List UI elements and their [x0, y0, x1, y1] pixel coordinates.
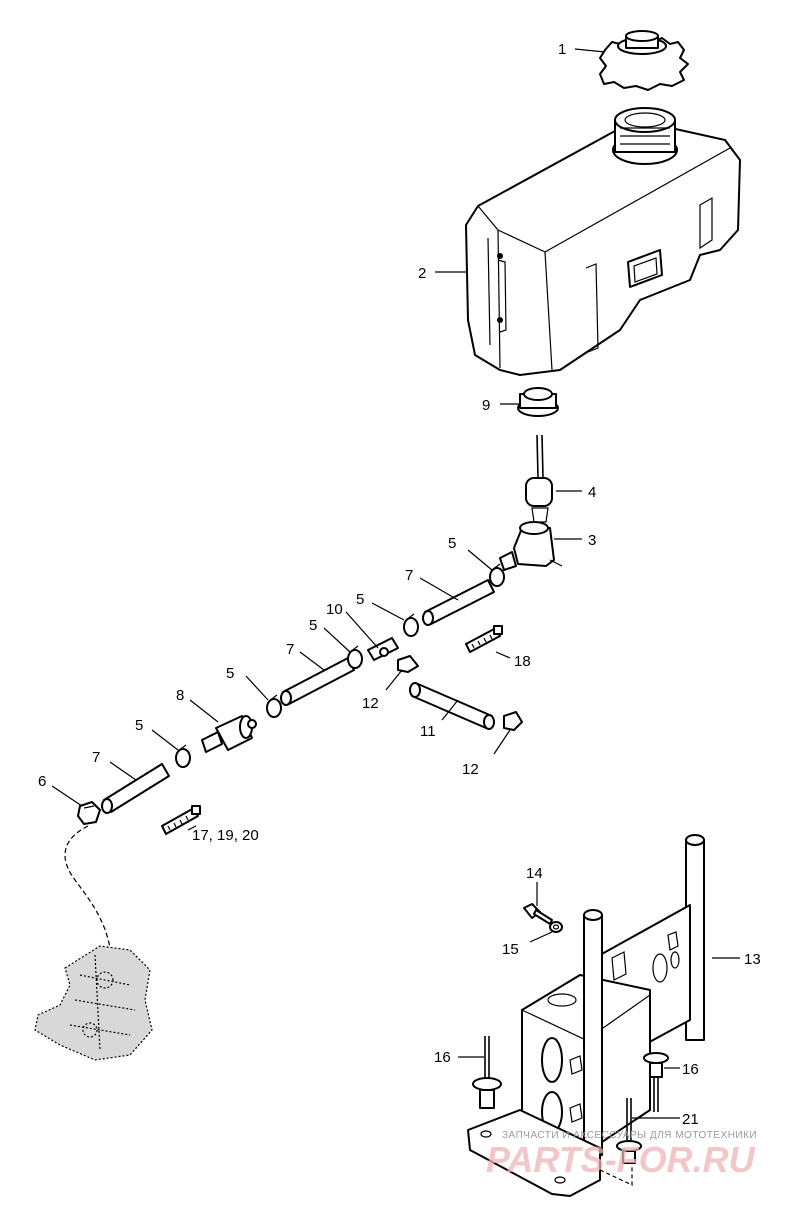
hose-lower — [101, 763, 170, 814]
label-3: 3 — [588, 532, 596, 549]
bolt — [523, 903, 553, 925]
label-21: 21 — [682, 1111, 699, 1128]
branch-hose — [409, 682, 495, 730]
label-12-b: 12 — [462, 761, 479, 778]
pump-filter — [525, 434, 553, 523]
clamp-a — [489, 563, 505, 587]
label-14: 14 — [526, 865, 543, 882]
label-11: 11 — [420, 723, 436, 740]
label-16-b: 16 — [682, 1061, 699, 1078]
cable-tie-17 — [161, 805, 201, 835]
label-2: 2 — [418, 265, 426, 282]
label-5-d: 5 — [226, 665, 234, 682]
watermark: ЗАПЧАСТИ И АКСЕССУАРЫ ДЛЯ МОТОТЕХНИКИ PA… — [486, 1130, 757, 1180]
pin — [616, 1098, 642, 1164]
watermark-tagline: ЗАПЧАСТИ И АКСЕССУАРЫ ДЛЯ МОТОТЕХНИКИ — [502, 1130, 757, 1141]
label-6: 6 — [38, 773, 46, 790]
inline-valve — [201, 715, 257, 753]
rivet-left — [472, 1036, 502, 1109]
watermark-logo: PARTS-FOR.RU — [486, 1139, 756, 1180]
rivet-right — [643, 1052, 669, 1112]
pump-body — [499, 521, 563, 571]
clamp-d — [266, 694, 282, 718]
label-5-c: 5 — [309, 617, 317, 634]
label-5-b: 5 — [356, 591, 364, 608]
label-13: 13 — [744, 951, 761, 968]
washer — [549, 921, 563, 933]
label-17-19-20: 17, 19, 20 — [192, 827, 259, 844]
routing-line — [64, 825, 111, 949]
label-1: 1 — [558, 41, 566, 58]
label-7-c: 7 — [92, 749, 100, 766]
mounting-bracket — [467, 834, 705, 1197]
master-cylinder — [34, 945, 153, 1061]
label-5-a: 5 — [448, 535, 456, 552]
label-5-e: 5 — [135, 717, 143, 734]
label-4: 4 — [588, 484, 596, 501]
callout-numbers: 1 2 9 4 3 5 7 5 10 5 18 7 5 12 8 11 5 7 … — [38, 41, 761, 1128]
clamp-c — [347, 645, 363, 669]
label-8: 8 — [176, 687, 184, 704]
label-9: 9 — [482, 397, 490, 414]
cable-tie-18 — [465, 625, 503, 653]
label-7-a: 7 — [405, 567, 413, 584]
clamp-b — [403, 613, 419, 637]
tee-connector — [367, 637, 399, 661]
label-15: 15 — [502, 941, 519, 958]
label-16-a: 16 — [434, 1049, 451, 1066]
fluid-reservoir — [465, 107, 741, 376]
clamp-e — [175, 744, 191, 768]
label-10: 10 — [326, 601, 343, 618]
cap-upper — [397, 655, 419, 673]
grommet — [517, 387, 559, 417]
hose-nut — [77, 801, 101, 825]
hose-upper — [422, 579, 495, 626]
cap-lower — [503, 711, 523, 731]
leader-lines — [51, 48, 740, 1119]
tank-cap — [599, 30, 689, 91]
label-12-a: 12 — [362, 695, 379, 712]
hose-middle — [280, 657, 355, 706]
label-18: 18 — [514, 653, 531, 670]
label-7-b: 7 — [286, 641, 294, 658]
